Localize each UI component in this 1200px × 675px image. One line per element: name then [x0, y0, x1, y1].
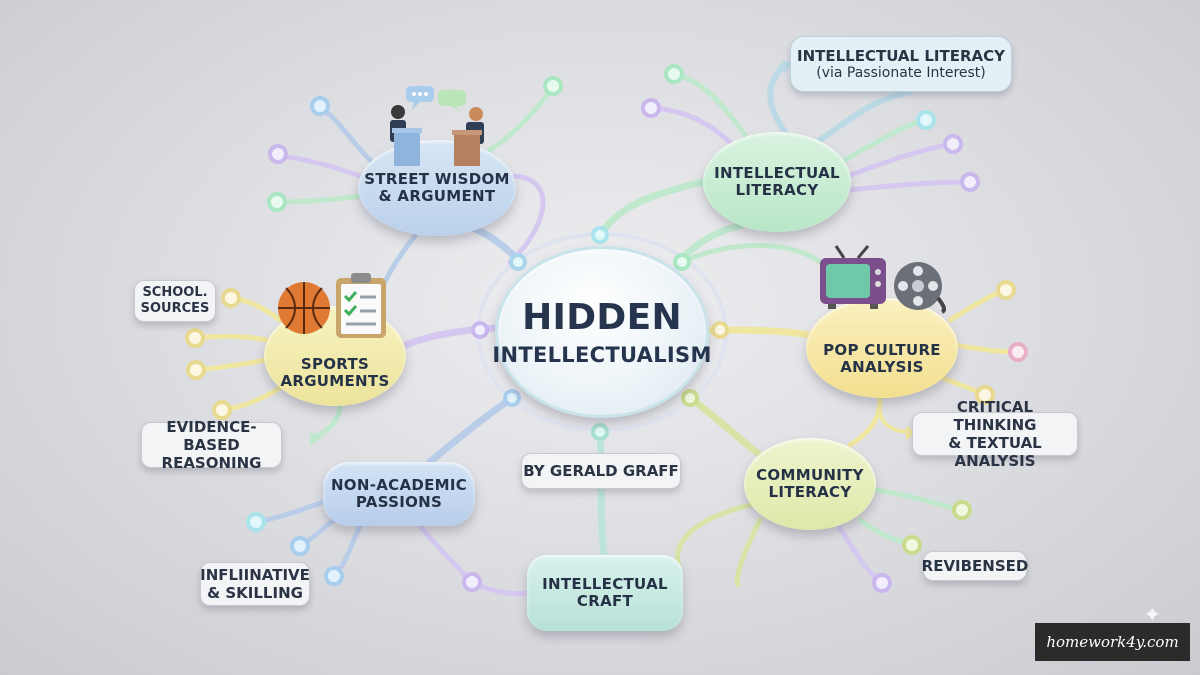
tag-line: CRITICAL THINKING	[953, 398, 1037, 434]
speech-bubbles-icon	[406, 86, 466, 112]
tag-evidence-based-reasoning: EVIDENCE-BASED REASONING	[141, 418, 282, 472]
center-subtitle: INTELLECTUALISM	[492, 342, 712, 367]
byline-label: BY GERALD GRAFF	[521, 453, 681, 489]
tag-school-sources: SCHOOL. SOURCES	[134, 280, 216, 322]
node-label: ANALYSIS	[840, 358, 924, 376]
center-node-hidden-intellectualism: HIDDEN INTELLECTUALISM	[492, 246, 712, 418]
node-intellectual-literacy: INTELLECTUAL LITERACY	[703, 132, 851, 232]
node-label: CRAFT	[576, 592, 634, 610]
tag-line: & SKILLING	[207, 584, 303, 602]
tag-line: INFLIINATIVE	[200, 566, 310, 584]
basketball-icon	[278, 282, 330, 334]
sparkle-icon: ✦	[1143, 603, 1162, 628]
television-icon	[820, 245, 886, 309]
node-label: & ARGUMENT	[378, 187, 496, 205]
node-community-literacy: COMMUNITY LITERACY	[744, 438, 876, 530]
tag-line: & TEXTUAL ANALYSIS	[948, 434, 1042, 470]
tag-line: REVIBENSED	[921, 557, 1029, 575]
tag-infliinative-skilling: INFLIINATIVE & SKILLING	[200, 562, 310, 606]
node-label: LITERACY	[768, 483, 852, 501]
tag-revibensed: REVIBENSED	[921, 551, 1029, 581]
tag-intellectual-literacy-passionate: INTELLECTUAL LITERACY (via Passionate In…	[790, 36, 1012, 92]
tag-line: INTELLECTUAL LITERACY	[797, 46, 1005, 65]
byline-text: BY GERALD GRAFF	[523, 462, 679, 480]
node-pop-culture-analysis: POP CULTURE ANALYSIS	[806, 298, 958, 398]
node-label: LITERACY	[735, 181, 819, 199]
center-title: HIDDEN	[522, 297, 682, 339]
node-label: COMMUNITY	[756, 465, 864, 484]
clipboard-checklist-icon	[336, 273, 386, 338]
node-sports-arguments: SPORTS ARGUMENTS	[264, 306, 406, 406]
node-label: STREET WISDOM	[364, 169, 510, 188]
node-label: INTELLECTUAL	[714, 163, 840, 182]
film-reel-icon	[894, 262, 946, 314]
tag-line: SOURCES	[140, 301, 210, 316]
tag-line: SCHOOL.	[142, 285, 208, 301]
node-label: PASSIONS	[355, 493, 443, 511]
node-label: SPORTS	[300, 354, 370, 373]
tag-line: (via Passionate Interest)	[816, 64, 986, 81]
tag-line: EVIDENCE-BASED	[166, 418, 257, 454]
node-intellectual-craft: INTELLECTUAL CRAFT	[527, 555, 683, 631]
node-label: NON-ACADEMIC	[330, 475, 468, 494]
node-non-academic-passions: NON-ACADEMIC PASSIONS	[323, 462, 475, 526]
tag-line: REASONING	[161, 454, 262, 472]
watermark-label: homework4y.com	[1035, 623, 1190, 661]
node-label: POP CULTURE	[823, 340, 941, 359]
debate-podiums-icon	[390, 105, 484, 166]
node-street-wisdom: STREET WISDOM & ARGUMENT	[358, 140, 516, 236]
node-label: INTELLECTUAL	[542, 574, 668, 593]
node-label: ARGUMENTS	[280, 372, 390, 390]
tag-critical-thinking: CRITICAL THINKING & TEXTUAL ANALYSIS	[912, 398, 1078, 470]
